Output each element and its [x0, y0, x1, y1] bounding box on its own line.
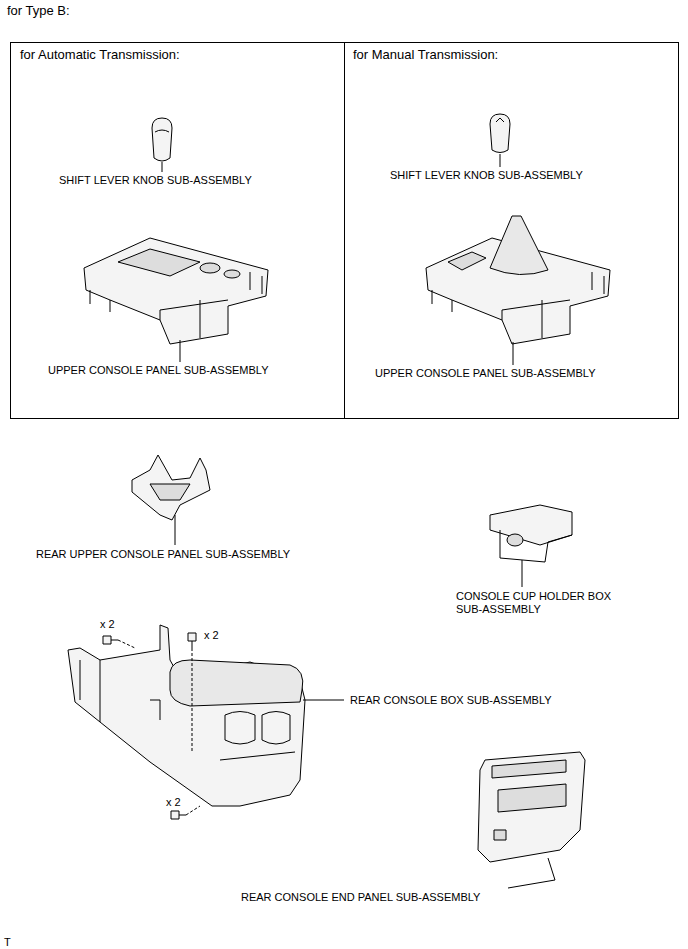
- variant-panel: for Automatic Transmission:: [10, 42, 345, 419]
- quantity-note: x 2: [165, 796, 182, 809]
- part-name: SHIFT LEVER KNOB SUB-ASSEMBLY: [58, 174, 253, 187]
- leader-lines: [118, 154, 555, 888]
- variant-panel: for Manual Transmission:: [344, 42, 679, 419]
- rear-console-box: [68, 625, 305, 806]
- quantity-note: x 2: [99, 618, 116, 631]
- quantity-note: x 2: [203, 629, 220, 642]
- screw: [103, 636, 118, 644]
- rear-console-end-panel: [478, 752, 585, 862]
- panel-heading: for Automatic Transmission:: [11, 43, 180, 62]
- screw: [188, 633, 196, 648]
- parts-drawings: [68, 114, 610, 862]
- part-name: CONSOLE CUP HOLDER BOX SUB-ASSEMBLY: [455, 590, 635, 616]
- part-name: UPPER CONSOLE PANEL SUB-ASSEMBLY: [47, 364, 269, 377]
- part-name: REAR UPPER CONSOLE PANEL SUB-ASSEMBLY: [35, 548, 291, 561]
- shift-knob: [152, 118, 172, 161]
- part-name: SHIFT LEVER KNOB SUB-ASSEMBLY: [389, 169, 584, 182]
- part-name: REAR CONSOLE BOX SUB-ASSEMBLY: [349, 694, 553, 707]
- part-name: REAR CONSOLE END PANEL SUB-ASSEMBLY: [240, 891, 481, 904]
- upper-console-panel: [84, 238, 268, 344]
- shift-knob: [490, 114, 510, 153]
- page-title: for Type B:: [7, 3, 70, 18]
- part-name: UPPER CONSOLE PANEL SUB-ASSEMBLY: [374, 367, 596, 380]
- panel-heading: for Manual Transmission:: [344, 43, 498, 62]
- shift-boot: [490, 216, 548, 275]
- screw: [171, 811, 186, 819]
- figure-code: T: [3, 936, 12, 949]
- rear-upper-console-panel: [132, 455, 210, 520]
